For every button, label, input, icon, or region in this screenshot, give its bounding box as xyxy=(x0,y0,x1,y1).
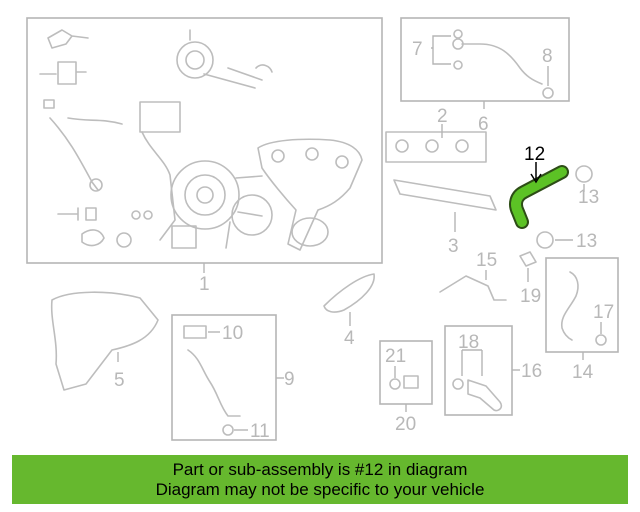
washer-8 xyxy=(542,87,554,99)
banner-line-1: Part or sub-assembly is #12 in diagram xyxy=(172,459,468,479)
manifold-5 xyxy=(50,291,159,391)
callout-6: 6 xyxy=(478,114,489,135)
oil-line-fitting xyxy=(452,38,464,50)
group-20 xyxy=(379,340,433,412)
callout-7: 7 xyxy=(412,39,423,60)
gasket-3 xyxy=(393,179,497,211)
callout-17: 17 xyxy=(593,302,614,323)
leader-12 xyxy=(530,162,542,184)
box-14 xyxy=(545,257,619,353)
exhaust-manifold xyxy=(257,138,363,251)
callout-13b: 13 xyxy=(576,231,597,252)
washer-7b xyxy=(453,60,463,70)
parts-diagram: 1 7 8 6 2 3 12 13 13 15 19 xyxy=(26,17,619,442)
small-grommet xyxy=(43,99,55,109)
callout-1: 1 xyxy=(199,274,210,295)
oil-line-group xyxy=(400,17,570,109)
coolant-pipe-14 xyxy=(560,271,579,341)
stud xyxy=(225,221,231,249)
coolant-pipe-15 xyxy=(439,275,507,301)
heat-shield-4 xyxy=(323,273,375,313)
callout-9: 9 xyxy=(284,369,295,390)
bracket-19 xyxy=(519,251,537,267)
oil-return-pipe xyxy=(187,349,241,417)
oil-return-group-9 xyxy=(171,314,284,441)
callout-8: 8 xyxy=(542,46,553,67)
turbo-housing xyxy=(139,101,263,249)
hose-clamp-13b xyxy=(536,231,554,249)
callout-20: 20 xyxy=(395,414,416,435)
washer-a xyxy=(131,210,141,220)
pipe-16 xyxy=(467,379,503,412)
washer-7a xyxy=(453,29,463,39)
manifold-gaskets xyxy=(385,124,497,232)
oil-feed-bolt xyxy=(57,207,97,221)
coolant-hose-12[interactable] xyxy=(509,162,569,229)
callout-11: 11 xyxy=(250,421,270,442)
callout-21: 21 xyxy=(385,346,406,367)
washer-21 xyxy=(389,378,401,390)
hose-12-fill[interactable] xyxy=(511,167,567,227)
box-6 xyxy=(400,17,570,102)
banner-line-2: Diagram may not be specific to your vehi… xyxy=(155,479,485,499)
hose-clamp-a xyxy=(89,178,103,192)
coolant-pipe-group-14 xyxy=(545,257,619,360)
callout-13a: 13 xyxy=(578,187,599,208)
sensor xyxy=(81,229,105,247)
callout-2: 2 xyxy=(437,106,448,127)
callout-14: 14 xyxy=(572,362,594,383)
callout-5: 5 xyxy=(114,370,125,391)
callout-16: 16 xyxy=(521,361,542,382)
callout-4: 4 xyxy=(344,328,355,349)
info-banner: Part or sub-assembly is #12 in diagram D… xyxy=(12,455,628,504)
leader-18 xyxy=(461,349,483,376)
washer-11 xyxy=(222,424,234,436)
callout-19: 19 xyxy=(520,286,541,307)
leader-7 xyxy=(431,35,451,65)
vacuum-line-b xyxy=(67,117,123,125)
washer-18a xyxy=(452,378,464,390)
washer-b xyxy=(143,210,153,220)
callout-15: 15 xyxy=(476,250,497,271)
wastegate-actuator xyxy=(176,29,273,89)
washer-17 xyxy=(595,334,607,346)
gasket-2 xyxy=(385,131,487,163)
group-16 xyxy=(444,325,520,416)
oil-feed-pipe xyxy=(461,43,543,85)
hose-clamp-13a xyxy=(575,165,593,183)
vacuum-fitting xyxy=(47,29,89,49)
turbo-assembly-group xyxy=(26,17,383,273)
callout-18: 18 xyxy=(458,332,479,353)
solenoid-valve xyxy=(39,61,87,85)
vacuum-line xyxy=(49,117,99,191)
turbo-gasket xyxy=(231,194,273,236)
callout-3: 3 xyxy=(448,236,459,257)
banjo-washer xyxy=(116,232,132,248)
fitting-21 xyxy=(403,375,419,389)
callout-12: 12 xyxy=(524,144,545,165)
return-gasket-10 xyxy=(183,325,207,339)
callout-10: 10 xyxy=(222,323,243,344)
